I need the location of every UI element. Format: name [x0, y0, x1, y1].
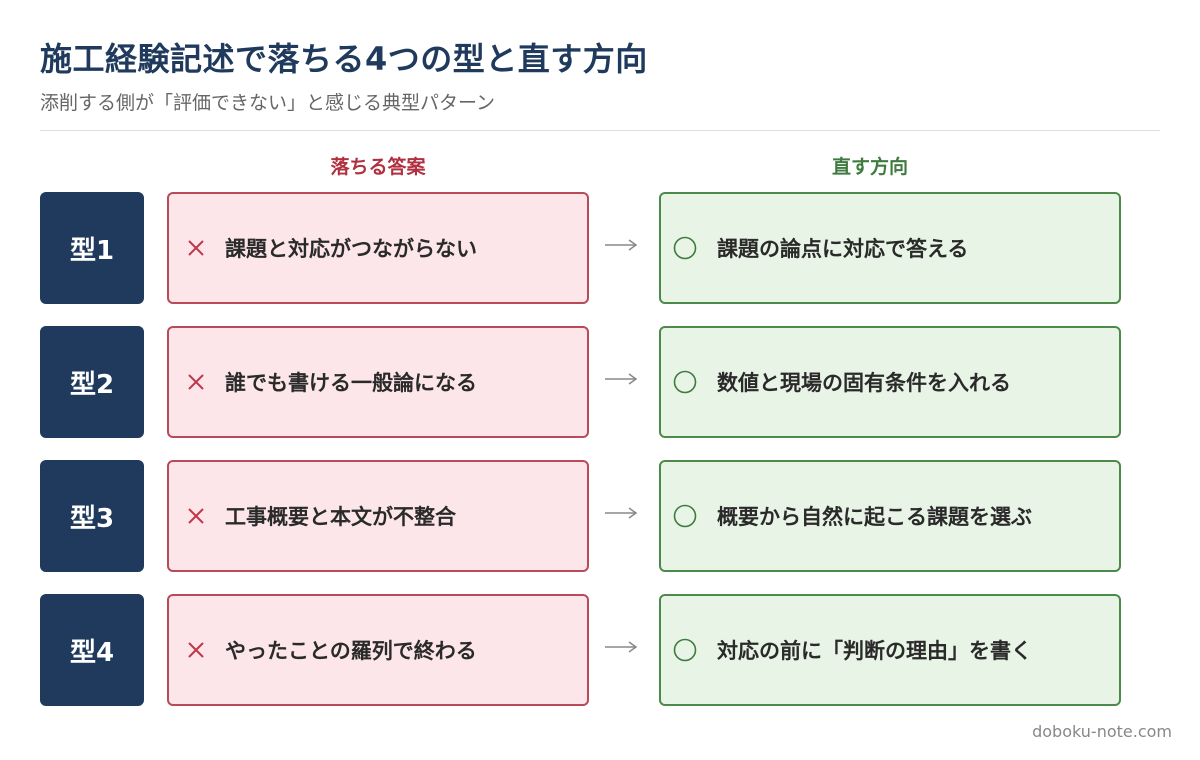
page-subtitle: 添削する側が「評価できない」と感じる典型パターン	[40, 92, 496, 114]
fix-direction-text: 概要から自然に起こる課題を選ぶ	[717, 505, 1032, 529]
fix-direction-box: 数値と現場の固有条件を入れる	[659, 326, 1121, 438]
type-label: 型2	[40, 326, 144, 438]
bad-answer-text: 課題と対応がつながらない	[225, 237, 477, 261]
fix-direction-box: 概要から自然に起こる課題を選ぶ	[659, 460, 1121, 572]
arrow-right-icon	[605, 507, 638, 519]
type-label: 型3	[40, 460, 144, 572]
pattern-row-2: 型2 誰でも書ける一般論になる 数値と現場の固有条件を入れる	[0, 326, 1200, 438]
arrow-right-icon	[605, 239, 638, 251]
pattern-row-1: 型1 課題と対応がつながらない 課題の論点に対応で答える	[0, 192, 1200, 304]
page-title: 施工経験記述で落ちる4つの型と直す方向	[40, 40, 648, 78]
circle-icon	[673, 370, 697, 394]
cross-icon	[188, 374, 204, 390]
bad-answer-box: 誰でも書ける一般論になる	[167, 326, 589, 438]
site-credit: doboku-note.com	[1032, 722, 1172, 741]
cross-icon	[188, 240, 204, 256]
arrow-right-icon	[605, 641, 638, 653]
bad-answer-text: やったことの羅列で終わる	[225, 639, 477, 663]
cross-icon	[188, 642, 204, 658]
column-header-bad: 落ちる答案	[330, 156, 426, 178]
fix-direction-box: 課題の論点に対応で答える	[659, 192, 1121, 304]
fix-direction-text: 課題の論点に対応で答える	[717, 237, 969, 261]
type-label: 型4	[40, 594, 144, 706]
bad-answer-box: 課題と対応がつながらない	[167, 192, 589, 304]
circle-icon	[673, 504, 697, 528]
pattern-row-3: 型3 工事概要と本文が不整合 概要から自然に起こる課題を選ぶ	[0, 460, 1200, 572]
bad-answer-box: 工事概要と本文が不整合	[167, 460, 589, 572]
fix-direction-box: 対応の前に「判断の理由」を書く	[659, 594, 1121, 706]
type-label: 型1	[40, 192, 144, 304]
circle-icon	[673, 638, 697, 662]
divider	[40, 130, 1160, 131]
column-header-good: 直す方向	[831, 156, 908, 178]
pattern-row-4: 型4 やったことの羅列で終わる 対応の前に「判断の理由」を書く	[0, 594, 1200, 706]
bad-answer-box: やったことの羅列で終わる	[167, 594, 589, 706]
fix-direction-text: 対応の前に「判断の理由」を書く	[717, 639, 1032, 663]
bad-answer-text: 誰でも書ける一般論になる	[225, 371, 477, 395]
circle-icon	[673, 236, 697, 260]
fix-direction-text: 数値と現場の固有条件を入れる	[717, 371, 1011, 395]
arrow-right-icon	[605, 373, 638, 385]
cross-icon	[188, 508, 204, 524]
bad-answer-text: 工事概要と本文が不整合	[225, 505, 456, 529]
